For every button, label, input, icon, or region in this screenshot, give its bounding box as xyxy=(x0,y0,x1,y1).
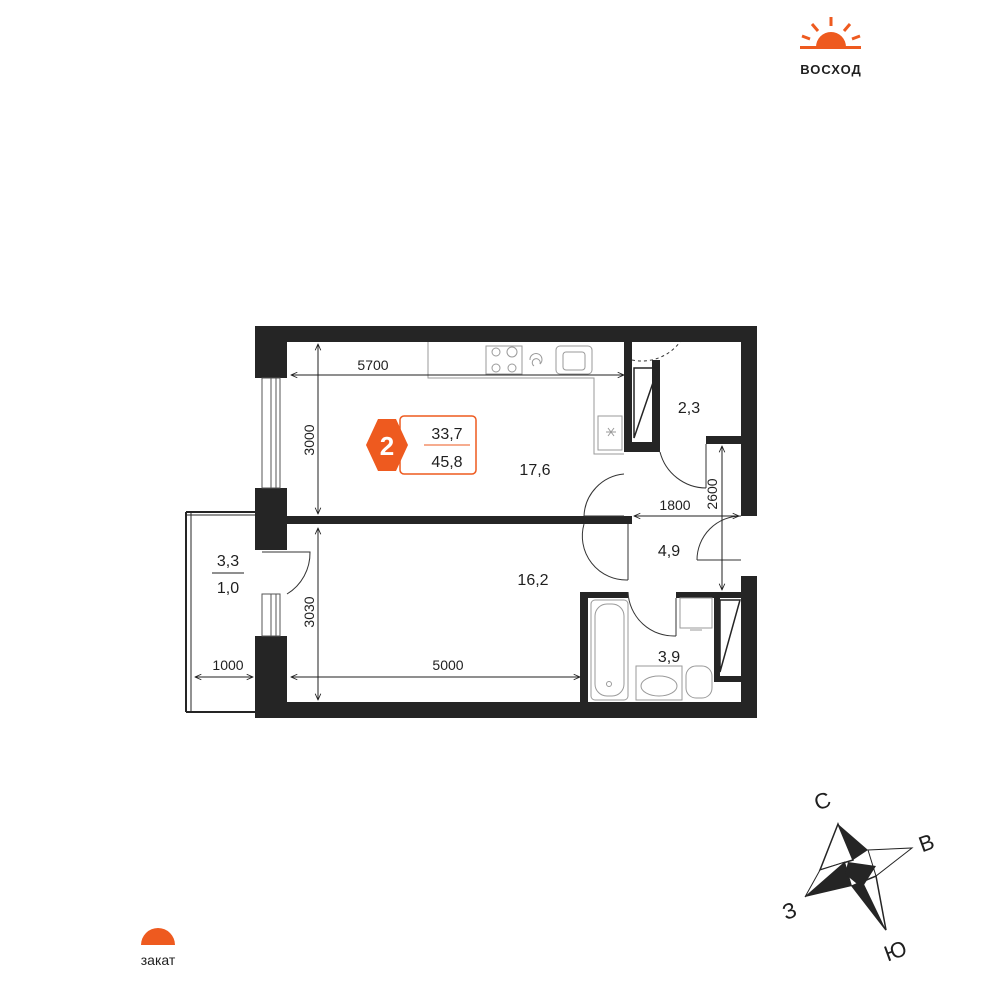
room-count: 2 xyxy=(380,431,394,461)
dim-hall-width: 1800 xyxy=(659,497,690,513)
compass-north: С xyxy=(811,786,835,815)
balcony-reduced-label: 1,0 xyxy=(217,580,239,597)
area-badge xyxy=(366,415,477,475)
storage-shelf xyxy=(633,367,741,673)
bath-area-label: 3,9 xyxy=(658,649,680,666)
storage-area-label: 2,3 xyxy=(678,400,700,417)
compass-rose-icon xyxy=(804,821,914,931)
kitchen-window xyxy=(261,377,281,489)
kitchen-area-label: 17,6 xyxy=(519,462,550,479)
compass-west: З xyxy=(779,897,800,925)
sunset-icon xyxy=(141,928,175,945)
sunrise-icon xyxy=(800,17,861,49)
compass-south: Ю xyxy=(881,935,910,966)
balcony-door xyxy=(262,551,311,595)
dim-hall-depth: 2600 xyxy=(704,478,720,509)
living-area: 33,7 xyxy=(431,426,462,443)
dim-kitchen-width: 5700 xyxy=(357,357,388,373)
dim-bedroom-depth: 3030 xyxy=(301,596,317,627)
dim-bedroom-width: 5000 xyxy=(432,657,463,673)
walls xyxy=(255,326,757,718)
total-area: 45,8 xyxy=(431,454,462,471)
sunset-label: закат xyxy=(141,952,176,968)
dim-balcony-width: 1000 xyxy=(212,657,243,673)
hall-area-label: 4,9 xyxy=(658,543,680,560)
bedroom-area-label: 16,2 xyxy=(517,572,548,589)
sunrise-label: ВОСХОД xyxy=(800,62,862,77)
compass-east: В xyxy=(915,829,937,858)
room-count-hexagon xyxy=(366,419,408,471)
bathroom-fixtures xyxy=(590,597,713,701)
dimension-lines xyxy=(195,344,739,700)
balcony xyxy=(185,511,255,713)
bedroom-window xyxy=(261,593,281,637)
dim-kitchen-depth: 3000 xyxy=(301,424,317,455)
balcony-total-label: 3,3 xyxy=(217,553,239,570)
